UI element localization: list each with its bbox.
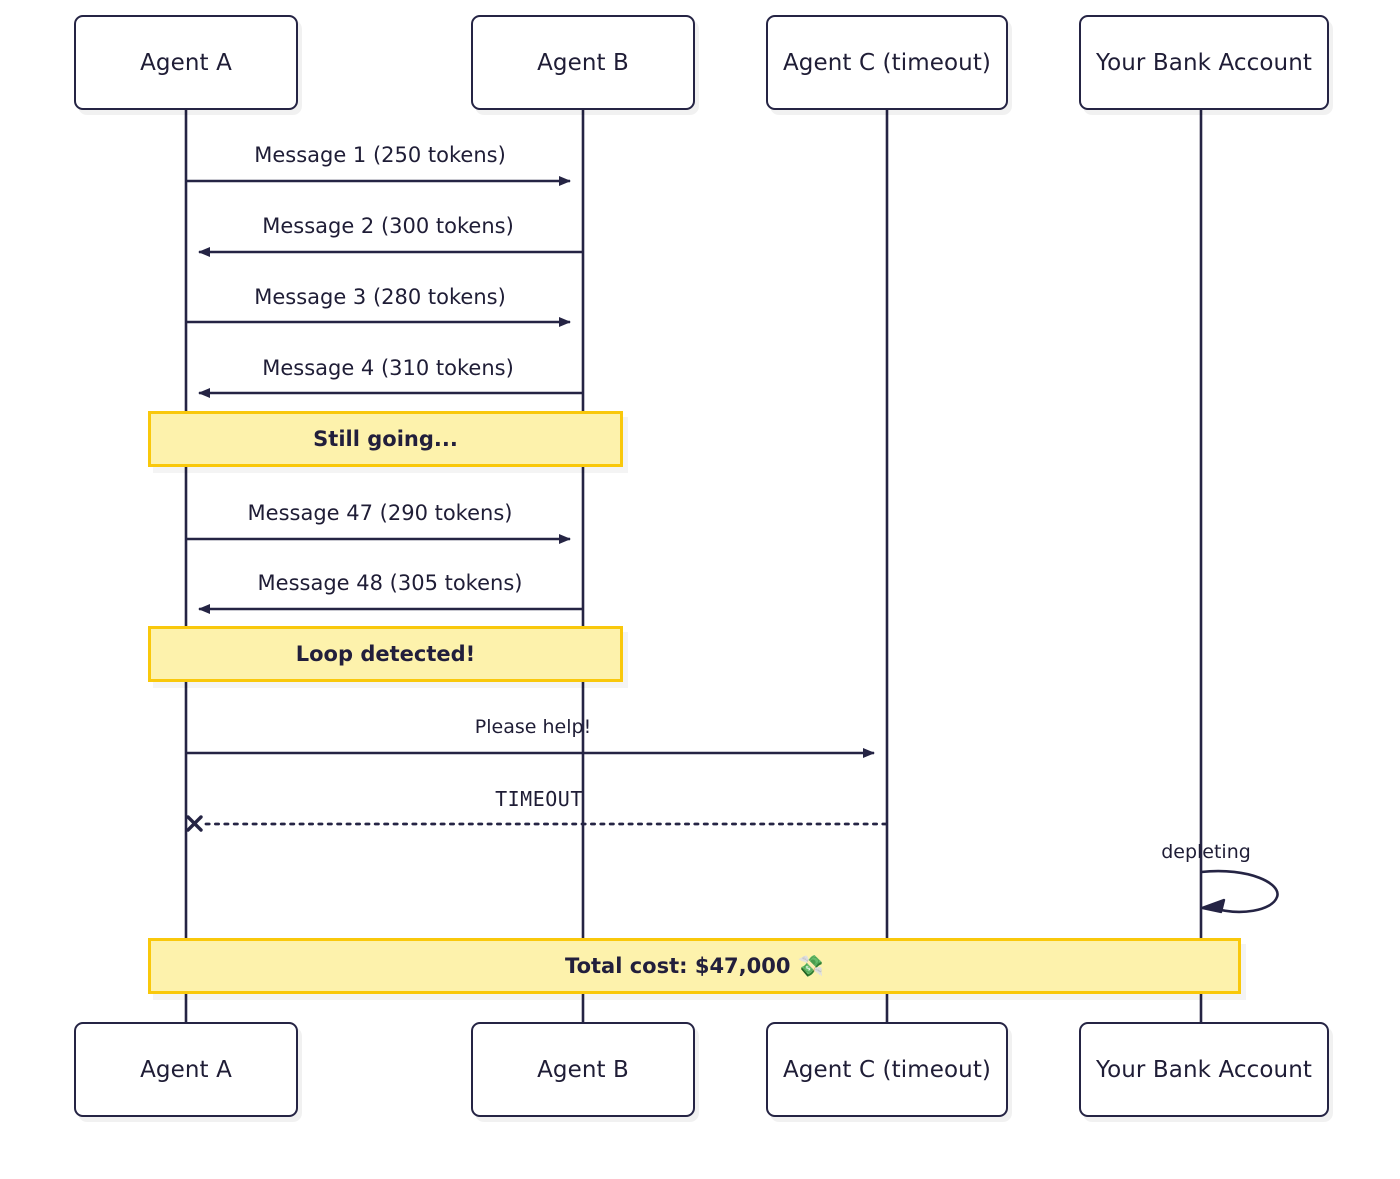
actor-label-agent-a-top: Agent A bbox=[140, 49, 232, 76]
message-label-msg-timeout: TIMEOUT bbox=[495, 787, 583, 811]
actor-box-agent-b-bottom[interactable]: Agent B bbox=[471, 1022, 695, 1117]
note-label-loop-detected: Loop detected! bbox=[295, 642, 476, 666]
message-label-depleting: depleting bbox=[1161, 841, 1251, 863]
actor-box-agent-c-bottom[interactable]: Agent C (timeout) bbox=[766, 1022, 1008, 1117]
timeout-cross-icon bbox=[186, 815, 203, 832]
actor-box-agent-b-top[interactable]: Agent B bbox=[471, 15, 695, 110]
message-label-msg-3: Message 3 (280 tokens) bbox=[254, 285, 506, 309]
actor-box-bank-top[interactable]: Your Bank Account bbox=[1079, 15, 1329, 110]
note-label-still-going: Still going... bbox=[313, 427, 458, 451]
actor-box-agent-c-top[interactable]: Agent C (timeout) bbox=[766, 15, 1008, 110]
message-label-msg-2: Message 2 (300 tokens) bbox=[262, 214, 514, 238]
note-still-going: Still going... bbox=[148, 411, 623, 467]
actor-label-agent-b-bottom: Agent B bbox=[537, 1056, 629, 1083]
message-label-msg-4: Message 4 (310 tokens) bbox=[262, 356, 514, 380]
actor-box-bank-bottom[interactable]: Your Bank Account bbox=[1079, 1022, 1329, 1117]
actor-label-agent-c-top: Agent C (timeout) bbox=[782, 49, 992, 76]
message-arrows bbox=[187, 176, 888, 826]
actor-label-agent-c-bottom: Agent C (timeout) bbox=[782, 1056, 992, 1083]
actor-label-bank-bottom: Your Bank Account bbox=[1095, 1056, 1313, 1083]
message-label-msg-48: Message 48 (305 tokens) bbox=[257, 571, 523, 595]
message-label-msg-47: Message 47 (290 tokens) bbox=[247, 501, 513, 525]
actor-box-agent-a-top[interactable]: Agent A bbox=[74, 15, 298, 110]
message-label-msg-1: Message 1 (250 tokens) bbox=[254, 143, 506, 167]
message-label-msg-help: Please help! bbox=[474, 716, 592, 738]
note-loop-detected: Loop detected! bbox=[148, 626, 623, 682]
self-loop-depleting bbox=[1200, 869, 1279, 914]
actor-box-agent-a-bottom[interactable]: Agent A bbox=[74, 1022, 298, 1117]
actor-label-agent-b-top: Agent B bbox=[537, 49, 629, 76]
lifelines bbox=[184, 110, 1203, 1022]
note-label-total-cost: Total cost: $47,000 💸 bbox=[565, 953, 824, 978]
actor-label-bank-top: Your Bank Account bbox=[1095, 49, 1313, 76]
note-total-cost: Total cost: $47,000 💸 bbox=[148, 938, 1241, 994]
actor-label-agent-a-bottom: Agent A bbox=[140, 1056, 232, 1083]
